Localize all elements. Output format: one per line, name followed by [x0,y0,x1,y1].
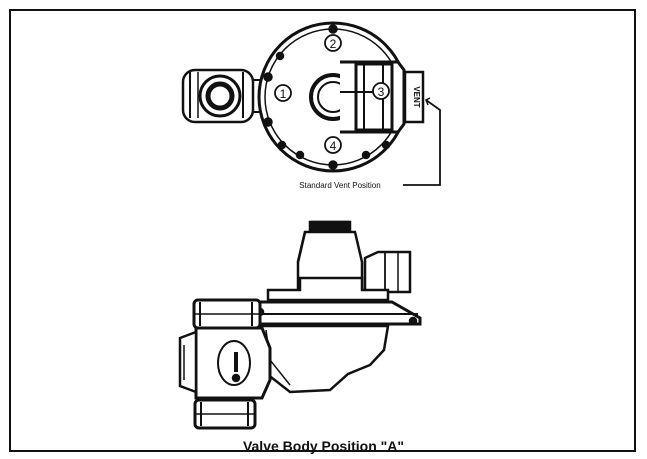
callout-4-label: 4 [330,139,337,153]
housing-top [257,21,425,173]
lower-casing [260,324,390,394]
callout-1: 1 [274,84,292,102]
bonnet [266,220,390,302]
inlet-fitting [181,68,266,124]
callout-3-label: 3 [378,85,385,99]
side-view [178,220,422,430]
vent-marking: VENT [412,86,421,107]
callout-4: 4 [324,136,342,154]
diaphragm-flange [250,300,422,326]
callout-2-label: 2 [330,37,337,51]
vent-leader [403,97,441,186]
vent-position-label: Standard Vent Position [299,181,380,190]
callout-1-label: 1 [280,87,287,101]
callout-3: 3 [372,82,390,100]
vent-fitting-side [363,250,412,294]
top-view [181,21,425,173]
callouts: 1 2 3 4 [274,34,390,154]
callout-2: 2 [324,34,342,52]
valve-body [178,298,272,430]
diagram-caption: Valve Body Position "A" [242,438,405,454]
